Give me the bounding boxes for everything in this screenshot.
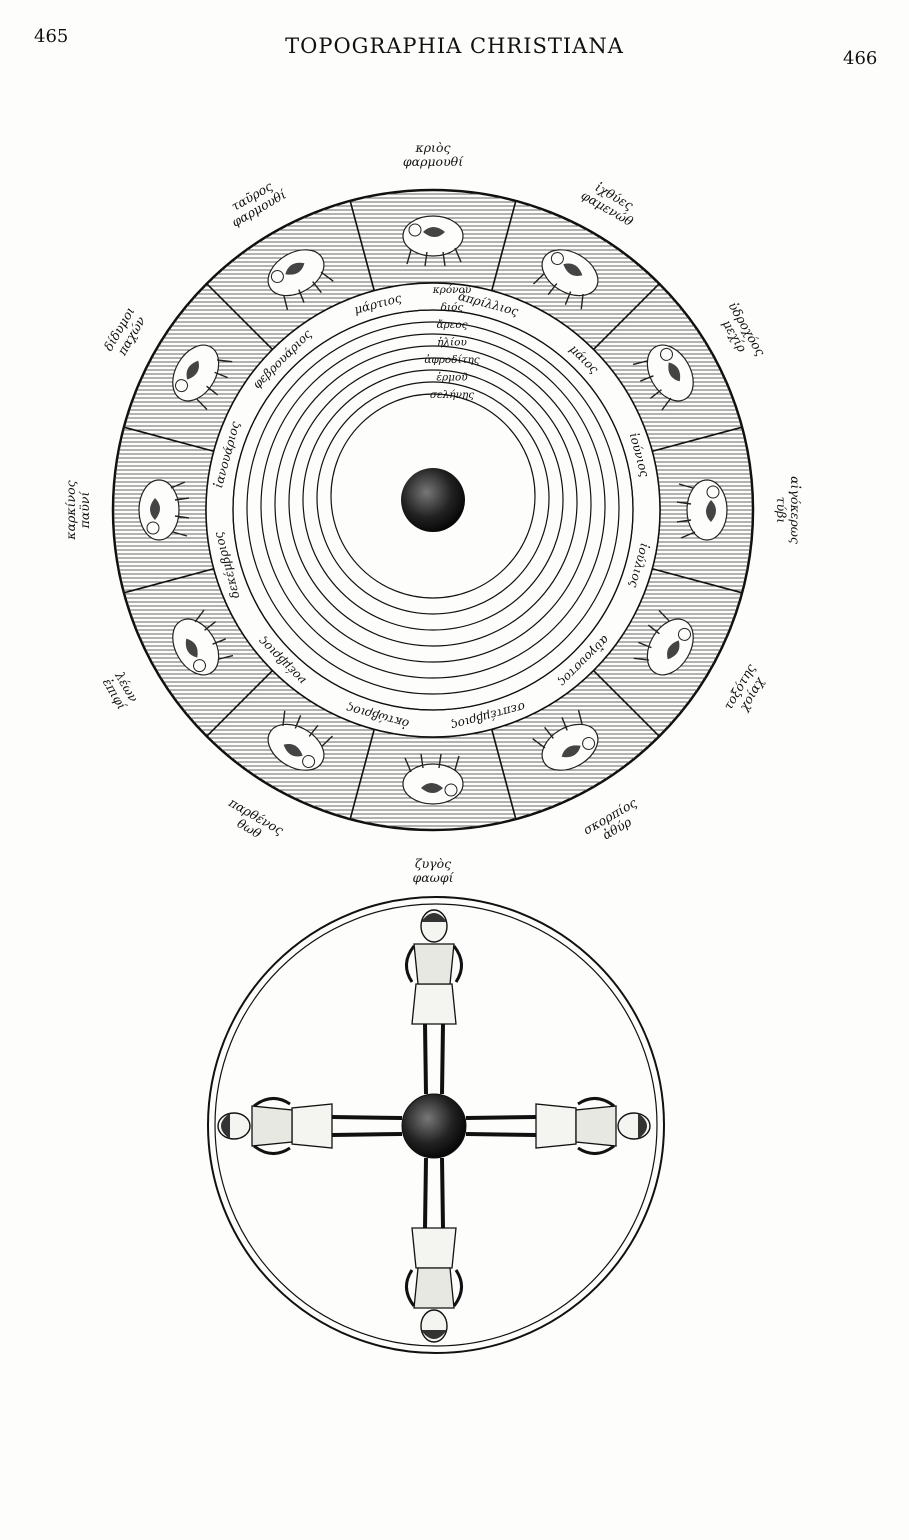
zodiac-figure-goat (676, 479, 728, 541)
zodiac-label: ἰχθύεςφαμενώθ (579, 175, 644, 229)
sector-divider (123, 426, 214, 453)
antipodes-figure-left (217, 1097, 403, 1155)
svg-text:τοξότηςχοίαχ: τοξότηςχοίαχ (720, 661, 770, 719)
zodiac-figure-lion (172, 609, 234, 676)
antipodes-outer-circle (207, 896, 665, 1354)
svg-text:παρθένοςθωθ: παρθένοςθωθ (218, 794, 286, 850)
sector-divider (349, 729, 376, 820)
page-number-right: 466 (843, 48, 878, 69)
svg-text:δίδυμοιπαχών: δίδυμοιπαχών (101, 304, 150, 360)
zodiac-label: καρκίνοςπαϋνί (63, 480, 92, 540)
zodiac-dividers (123, 200, 743, 820)
svg-text:καρκίνοςπαϋνί: καρκίνοςπαϋνί (63, 480, 92, 540)
planet-label: ἀφροδίτης (424, 353, 479, 366)
zodiac-label: ὑδροχόοςμεχίρ (713, 299, 769, 365)
sector-divider (123, 567, 214, 594)
antipodes-figure-right (465, 1097, 651, 1155)
zodiac-figure-bull (267, 249, 334, 311)
planet-sphere (232, 309, 634, 711)
planet-sphere (330, 393, 536, 599)
antipodes-inner-circle (214, 903, 658, 1347)
svg-text:λέωνἐπιφί: λέωνἐπιφί (100, 668, 143, 713)
antipodes-figure-top (405, 909, 463, 1095)
planet-label: ἑρμοῦ (436, 371, 468, 384)
zodiac-label: αἰγόκερωςτύβι (774, 476, 803, 544)
planet-label: σελήνης (430, 388, 474, 401)
zodiac-figure-fishes (532, 249, 599, 310)
zodiac-diagram: ἀπρίλλιοςμάρτιοςφεβρουάριοςἰανουάριοςδεκ… (63, 140, 803, 885)
zodiac-label: τοξότηςχοίαχ (720, 661, 770, 719)
sector-divider (206, 283, 274, 351)
planet-sphere (316, 381, 550, 615)
planet-label: ἄρεος (436, 318, 467, 331)
planet-sphere (246, 321, 620, 695)
zodiac-figure-archer (633, 609, 694, 676)
planet-sphere (302, 369, 564, 631)
zodiac-label: δίδυμοιπαχών (101, 304, 150, 360)
planet-sphere (288, 357, 578, 647)
antipodes-figures (217, 909, 651, 1343)
planet-label: διός (441, 302, 464, 314)
sector-divider (349, 200, 376, 291)
zodiac-figure-virgin (267, 710, 334, 771)
svg-text:ταῦροςφαρμουθί: ταῦροςφαρμουθί (222, 174, 290, 230)
sector-divider (490, 729, 517, 820)
zodiac-figure-balance-bearer (402, 753, 464, 805)
page-title: TOPOGRAPHIA CHRISTIANA (285, 34, 624, 58)
antipodes-figure-bottom (405, 1157, 463, 1343)
zodiac-figure-ram (402, 215, 464, 267)
zodiac-label: παρθένοςθωθ (218, 794, 286, 850)
svg-text:αἰγόκερωςτύβι: αἰγόκερωςτύβι (774, 476, 803, 544)
zodiac-figures (138, 215, 728, 805)
zodiac-label: ταῦροςφαρμουθί (222, 174, 290, 230)
antipodes-diagram (207, 896, 665, 1354)
zodiac-label: σκορπίοςἀθύρ (580, 795, 646, 850)
sector-divider (490, 200, 517, 291)
planet-sphere (260, 333, 606, 679)
earth-globe (401, 468, 465, 532)
zodiac-figure-water-bearer (632, 344, 694, 411)
zodiac-label: λέωνἐπιφί (100, 668, 143, 713)
sector-divider (592, 283, 660, 351)
sector-divider (652, 567, 743, 594)
zodiac-figure-scorpion (532, 709, 599, 771)
planet-label: κρόνου (432, 284, 472, 296)
sector-divider (206, 669, 274, 737)
planet-label: ἡλίου (437, 336, 467, 349)
page-number-left: 465 (34, 26, 69, 47)
sector-divider (652, 426, 743, 453)
zodiac-figure-crab (138, 479, 190, 541)
planet-sphere (274, 345, 592, 663)
sector-divider (592, 669, 660, 737)
svg-text:ἰχθύεςφαμενώθ: ἰχθύεςφαμενώθ (579, 175, 644, 229)
svg-text:σκορπίοςἀθύρ: σκορπίοςἀθύρ (580, 795, 646, 850)
svg-text:ὑδροχόοςμεχίρ: ὑδροχόοςμεχίρ (713, 299, 768, 365)
antipodes-earth (401, 1093, 467, 1159)
zodiac-figure-twins (172, 344, 233, 411)
planet-spheres: κρόνου διός ἄρεος ἡλίου ἀφροδίτης ἑρμοῦ σελήνη… (232, 284, 634, 711)
